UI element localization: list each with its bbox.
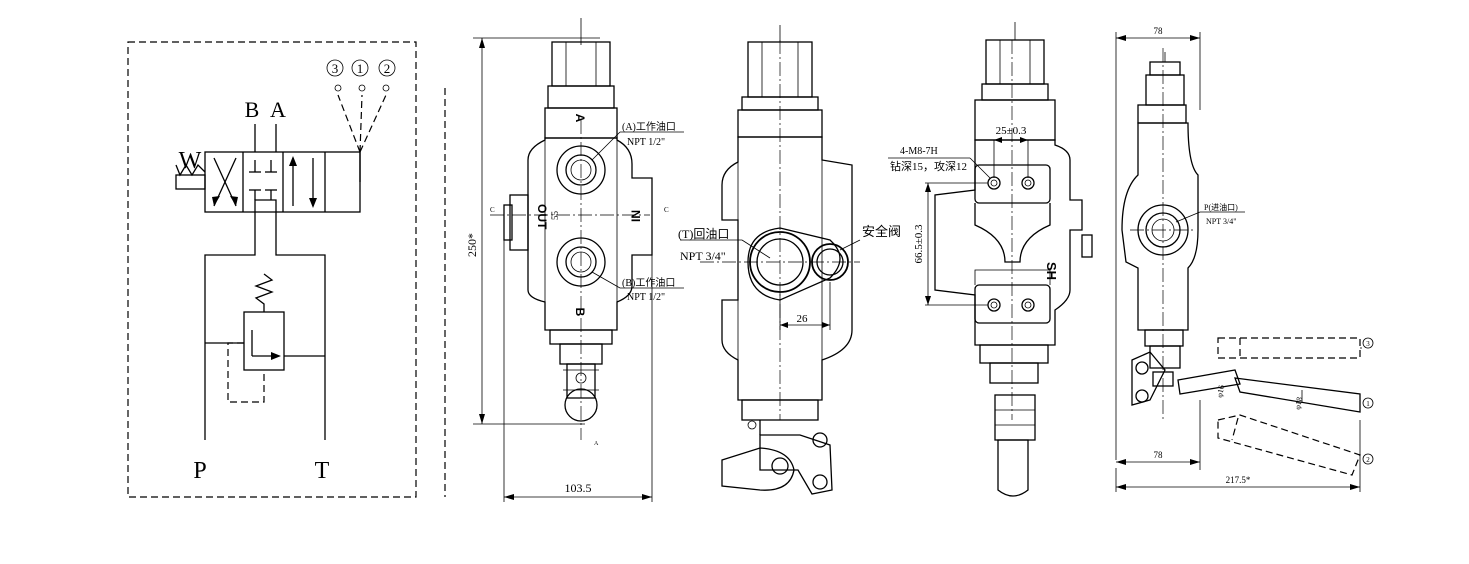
relief-valve-symbol <box>243 311 285 371</box>
front-section-a: A <box>594 441 599 447</box>
handle-dim-bottom: 78 <box>1154 450 1164 460</box>
handle-lever-position-1 <box>1234 377 1361 413</box>
front-linkage-knob <box>564 388 598 422</box>
handle-lever-base <box>1177 369 1241 395</box>
handle-dim-top: 78 <box>1154 26 1164 36</box>
handle-lever-position-2 <box>1217 414 1361 476</box>
front-section-c-left: C <box>490 206 495 214</box>
front-label-b: B <box>573 308 587 317</box>
handle-dia-2: φ18 <box>1293 396 1304 410</box>
handle-dia-1: φ16 <box>1215 384 1226 398</box>
front-actuator-cap <box>551 41 611 87</box>
side-dim-vertical: 66.5±0.3 <box>913 224 925 264</box>
side-hole-spec: 4-M8-7H <box>900 146 938 157</box>
side-actuator-cap <box>985 39 1045 85</box>
front-label-a: A <box>573 114 587 123</box>
back-callout-t-thread: NPT 3/4" <box>680 249 726 263</box>
back-view: (T)回油口 NPT 3/4" 安全阀 26 <box>678 25 901 495</box>
hydraulic-schematic: B A W <box>127 41 446 498</box>
front-label-in: IN <box>629 210 643 222</box>
side-linkage-knob <box>997 439 1029 497</box>
front-section-c-right: C <box>664 206 669 214</box>
schematic-frame <box>127 41 417 498</box>
handle-actuator-cap <box>1145 74 1185 106</box>
handle-lever-position-3 <box>1217 337 1361 359</box>
front-callout-b-thread: NPT 1/2" <box>627 292 665 303</box>
handle-callout-p-title: P(进油口) <box>1204 202 1238 212</box>
back-callout-t-title: (T)回油口 <box>678 227 729 241</box>
schematic-label-b: B <box>245 97 260 122</box>
front-callout-b-title: (B)工作油口 <box>622 276 675 289</box>
side-hole-depth: 钻深15，攻深12 <box>890 159 967 173</box>
schematic-position-2: 2 <box>384 61 391 76</box>
back-relief-label: 安全阀 <box>862 224 901 239</box>
front-port-b <box>556 237 606 287</box>
front-dim-height: 250* <box>465 233 479 257</box>
front-port-a <box>556 145 606 195</box>
back-valve-body <box>721 136 853 401</box>
handle-valve-body <box>1121 122 1199 331</box>
schematic-label-w: W <box>179 148 202 174</box>
handle-position-2: 2 <box>1366 456 1370 464</box>
front-callout-a-thread: NPT 1/2" <box>627 137 665 148</box>
schematic-position-1: 1 <box>357 61 364 76</box>
schematic-label-t: T <box>315 458 330 484</box>
handle-callout-p-thread: NPT 3/4" <box>1206 217 1236 226</box>
handle-position-3: 3 <box>1366 340 1370 348</box>
front-view: 250* 103.5 C C A B OUT IN 55 <box>465 18 684 502</box>
schematic-position-3: 3 <box>332 61 339 76</box>
handle-dim-total: 217.5* <box>1226 475 1251 485</box>
back-linkage-pin <box>771 457 789 475</box>
front-callout-a-title: (A)工作油口 <box>622 120 676 133</box>
back-dim-offset: 26 <box>797 313 809 325</box>
side-dim-horizontal: 25±0.3 <box>996 125 1027 137</box>
side-body-mark: SH <box>1044 262 1059 280</box>
schematic-label-a: A <box>270 97 286 122</box>
front-label-out: OUT <box>535 204 549 230</box>
handle-view: 78 P(进油口) NPT 3/4" φ16 φ18 <box>1115 26 1374 492</box>
handle-position-1: 1 <box>1366 400 1370 408</box>
side-view: SH 25±0.3 66.5±0.3 4-M8-7H 钻深15，攻深12 <box>888 22 1093 497</box>
front-dim-width: 103.5 <box>565 481 592 495</box>
schematic-label-p: P <box>193 458 206 484</box>
front-dim-ports: 55 <box>550 211 560 221</box>
